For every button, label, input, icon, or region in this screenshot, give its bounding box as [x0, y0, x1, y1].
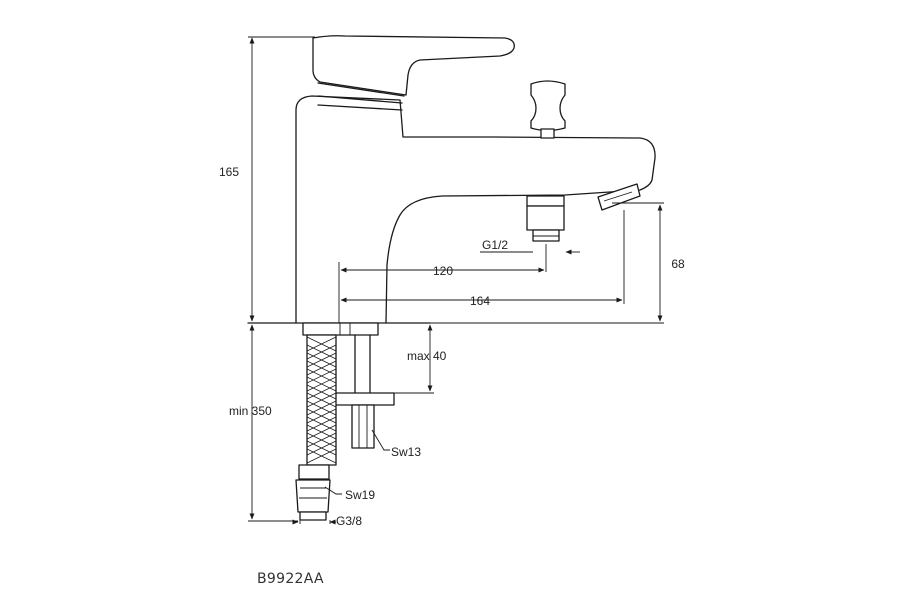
- dim-g38: [292, 519, 336, 525]
- label-g12: G1/2: [482, 238, 508, 252]
- label-g38: G3/8: [336, 514, 362, 528]
- lever-handle: [312, 35, 515, 111]
- label-120: 120: [433, 264, 453, 278]
- label-max40: max 40: [407, 349, 447, 363]
- braid-strand: [306, 336, 337, 352]
- braid-strand: [306, 400, 337, 416]
- braid-strand: [306, 376, 337, 392]
- label-min350: min 350: [229, 404, 272, 418]
- dim-hose-350: [248, 324, 298, 522]
- shower-connection: [526, 195, 565, 242]
- product-code: B9922AA: [257, 571, 324, 587]
- braid-strand: [306, 392, 337, 408]
- label-68: 68: [671, 257, 685, 271]
- mixer-body: [247, 95, 656, 324]
- braid-strand: [306, 432, 337, 448]
- dim-sw19-leader: [324, 486, 342, 495]
- braid-strand: [306, 440, 337, 456]
- label-sw13: Sw13: [391, 445, 421, 459]
- dim-sw13-leader: [371, 429, 390, 451]
- label-165: 165: [219, 165, 239, 179]
- spout-aerator: [597, 183, 641, 211]
- dim-120: [338, 244, 547, 323]
- braided-hose: [306, 334, 337, 466]
- dim-height-165: [248, 36, 315, 322]
- braid-strand: [306, 416, 337, 432]
- label-164: 164: [470, 294, 490, 308]
- diverter-knob: [530, 80, 566, 139]
- braid-strand: [306, 344, 337, 360]
- braid-strand: [306, 360, 337, 376]
- fixing-plate: [302, 322, 379, 336]
- dim-164: [340, 210, 625, 304]
- clamp-bar: [331, 392, 395, 406]
- threaded-rod: [354, 334, 371, 394]
- braid-strand: [306, 384, 337, 400]
- braid-strand: [306, 368, 337, 384]
- dim-spout-68: [386, 202, 664, 324]
- braid-strand: [306, 408, 337, 424]
- braid-strand: [306, 448, 337, 464]
- fixing-nut: [351, 404, 375, 449]
- hose-nut: [295, 464, 331, 521]
- braid-strand: [306, 424, 337, 440]
- dim-max40: [394, 324, 434, 394]
- label-sw19: Sw19: [345, 488, 375, 502]
- braid-strand: [306, 352, 337, 368]
